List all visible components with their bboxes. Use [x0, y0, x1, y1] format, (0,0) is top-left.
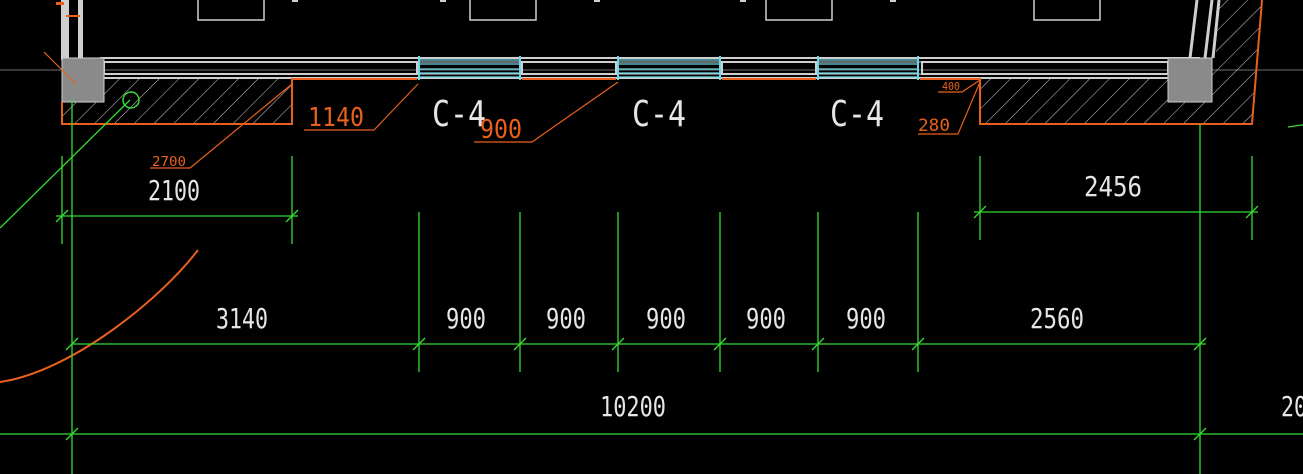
marker-circle [122, 91, 140, 109]
dim-segment: 900 [446, 302, 486, 335]
dim-cut-right: 20 [1281, 390, 1303, 423]
orange-arc [0, 249, 199, 383]
right-hatched-sill [980, 78, 1200, 124]
window-glazing [419, 59, 918, 78]
annotation-2700: 2700 [152, 155, 186, 170]
dimension-lines [0, 100, 1303, 474]
upper-room-outlines [197, 0, 1101, 21]
dim-segment: 900 [546, 302, 586, 335]
orange-outline [61, 0, 1263, 125]
annotation-1140: 1140 [308, 103, 364, 133]
annotation-400: 400 [942, 80, 960, 93]
dim-overall: 10200 [600, 390, 666, 423]
dim-segment: 3140 [216, 302, 268, 335]
window-jambs [418, 56, 919, 80]
annotation-leaders [43, 51, 981, 169]
dim-segment: 900 [746, 302, 786, 335]
dim-top-left: 2100 [148, 174, 200, 207]
annotation-280: 280 [918, 116, 950, 136]
dim-segment: 900 [646, 302, 686, 335]
window-tag: C-4 [432, 94, 486, 135]
annotation-900: 900 [480, 115, 522, 145]
green-arc-right [1287, 124, 1303, 128]
dim-segment: 2560 [1030, 302, 1084, 335]
window-tag: C-4 [632, 94, 686, 135]
right-column [1167, 57, 1213, 103]
green-diagonal [0, 99, 131, 229]
window-tags: C-4 C-4 C-4 [432, 94, 884, 135]
left-jamb [56, 0, 83, 60]
right-hatched-wall [1200, 0, 1262, 124]
left-column [61, 57, 105, 103]
left-hatched-sill [62, 78, 292, 124]
orange-annotations: 2700 1140 900 400 280 [152, 80, 960, 170]
dimension-texts: 2100 2456 3140 900 900 900 900 900 2560 … [148, 170, 1303, 423]
dim-segment: 900 [846, 302, 886, 335]
upper-tick-marks [292, 0, 896, 2]
window-tag: C-4 [830, 94, 884, 135]
dim-top-right: 2456 [1084, 170, 1142, 203]
